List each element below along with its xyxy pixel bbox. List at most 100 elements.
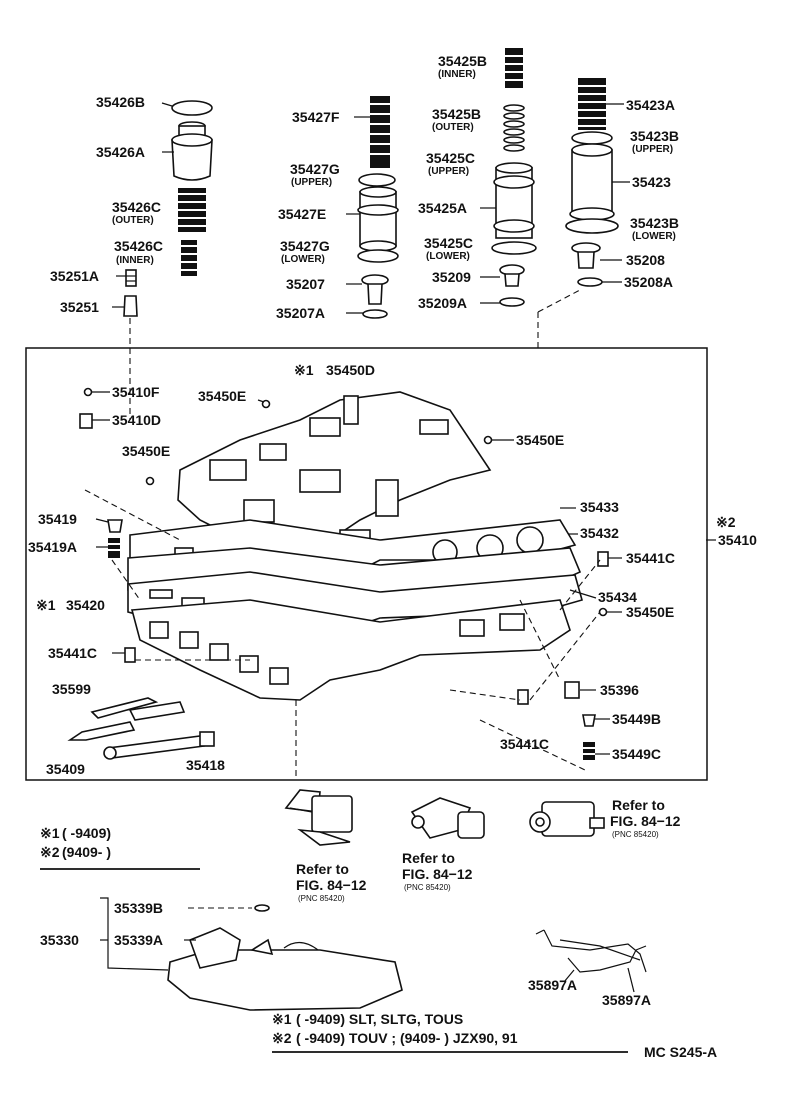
part-35441C-b (124, 647, 136, 663)
label-35418: 35418 (186, 757, 225, 773)
refer-1-fig: FIG. 84−12 (296, 877, 367, 893)
part-35207 (361, 274, 389, 305)
part-35427G-lower (357, 249, 399, 263)
label-35208: 35208 (626, 252, 665, 268)
solenoid-valve-2 (410, 797, 485, 839)
label-35450E-d: 35450E (626, 604, 674, 620)
footer-line2-text: ( -9409) TOUV ; (9409- ) JZX90, 91 (296, 1030, 518, 1046)
mark-1-35450D: ※1 (294, 362, 314, 378)
diagram-code: MC S245-A (644, 1044, 717, 1060)
part-35599-plate (90, 697, 186, 721)
label-inner-2: (INNER) (438, 69, 476, 80)
part-35441C-a (597, 551, 609, 567)
part-35209 (499, 264, 525, 287)
refer-1-label: Refer to (296, 861, 349, 877)
refer-2-pnc: (PNC 85420) (404, 883, 451, 892)
label-35441C-c: 35441C (500, 736, 549, 752)
label-35423: 35423 (632, 174, 671, 190)
solenoid-valve-1 (284, 789, 353, 846)
label-35426B: 35426B (96, 94, 145, 110)
part-35427E-sleeve (357, 186, 399, 252)
refer-2-label: Refer to (402, 850, 455, 866)
part-35426A-cap (171, 121, 213, 181)
part-35419A-spring (108, 538, 120, 558)
legend-line1-text: ( -9409) (62, 825, 111, 841)
legend-line2-text: (9409- ) (62, 844, 111, 860)
label-35897A-b: 35897A (602, 992, 651, 1008)
footer-line1-text: ( -9409) SLT, SLTG, TOUS (296, 1011, 463, 1027)
part-35450E-plug-c (483, 435, 493, 445)
part-35897A-pipes (535, 929, 647, 993)
footer-note: ※1 ( -9409) SLT, SLTG, TOUS ※2 ( -9409) … (272, 1011, 717, 1060)
part-35419-ball (107, 519, 123, 533)
refer-2-fig: FIG. 84−12 (402, 866, 473, 882)
label-35426C-outer: 35426C (112, 199, 161, 215)
part-35441C-c (517, 689, 529, 705)
label-35425B-outer: 35425B (432, 106, 481, 122)
label-35450D: 35450D (326, 362, 375, 378)
part-35425B-outer-spring (503, 104, 525, 152)
label-35423B-upper: 35423B (630, 128, 679, 144)
label-upper-1: (UPPER) (291, 177, 332, 188)
label-35425C-upper: 35425C (426, 150, 475, 166)
label-upper-3: (UPPER) (632, 144, 673, 155)
footer-line2-mark: ※2 (272, 1030, 292, 1046)
part-35410D (79, 413, 93, 429)
label-35427G-lower: 35427G (280, 238, 330, 254)
label-35427E: 35427E (278, 206, 326, 222)
label-35441C-b: 35441C (48, 645, 97, 661)
part-35425C-lower (491, 241, 537, 255)
part-35427F-spring (370, 96, 390, 168)
label-35419: 35419 (38, 511, 77, 527)
label-35434: 35434 (598, 589, 637, 605)
refer-note-2: Refer to FIG. 84−12 (PNC 85420) (402, 850, 473, 892)
label-35599: 35599 (52, 681, 91, 697)
label-35425A: 35425A (418, 200, 467, 216)
label-lower-2: (LOWER) (426, 251, 470, 262)
label-35433: 35433 (580, 499, 619, 515)
part-35330-strainer (167, 927, 403, 1011)
part-35208A (577, 277, 603, 287)
part-35423A-spring (578, 78, 606, 130)
legend-box: ※1 ( -9409) ※2 (9409- ) (40, 825, 200, 870)
label-35426A: 35426A (96, 144, 145, 160)
part-35418-shaft (103, 731, 215, 760)
label-35209: 35209 (432, 269, 471, 285)
part-35450E-plug-a (261, 399, 271, 409)
part-35208 (571, 242, 601, 269)
label-35423A: 35423A (626, 97, 675, 113)
part-35396 (564, 681, 580, 699)
label-35450E-a: 35450E (198, 388, 246, 404)
label-35897A-a: 35897A (528, 977, 577, 993)
part-35427G-upper (358, 173, 396, 187)
label-35410F: 35410F (112, 384, 160, 400)
part-35425A-sleeve (493, 162, 535, 239)
label-35423B-lower: 35423B (630, 215, 679, 231)
refer-3-label: Refer to (612, 797, 665, 813)
part-35420-lower-valve-body (130, 599, 571, 701)
part-35426C-inner-spring (181, 240, 197, 276)
part-35426B-ring (171, 100, 213, 116)
label-35426C-inner: 35426C (114, 238, 163, 254)
label-lower-1: (LOWER) (281, 254, 325, 265)
label-35208A: 35208A (624, 274, 673, 290)
label-35410: 35410 (718, 532, 757, 548)
part-35423B-lower (565, 218, 619, 234)
valve-body-frame (25, 347, 708, 781)
part-35209A (499, 297, 525, 307)
label-35410D: 35410D (112, 412, 161, 428)
part-labels: 35426B 35426A 35426C (OUTER) 35426C (INN… (28, 53, 757, 1008)
legend-line1-mark: ※1 (40, 825, 60, 841)
part-35339B-oring (254, 904, 270, 912)
part-35251A (125, 269, 137, 287)
label-35209A: 35209A (418, 295, 467, 311)
label-outer-1: (OUTER) (112, 215, 154, 226)
label-35409: 35409 (46, 761, 85, 777)
label-35330: 35330 (40, 932, 79, 948)
label-35450E-b: 35450E (122, 443, 170, 459)
label-35420: 35420 (66, 597, 105, 613)
part-35449B (582, 714, 596, 727)
refer-3-fig: FIG. 84−12 (610, 813, 681, 829)
legend-line2-mark: ※2 (40, 844, 60, 860)
